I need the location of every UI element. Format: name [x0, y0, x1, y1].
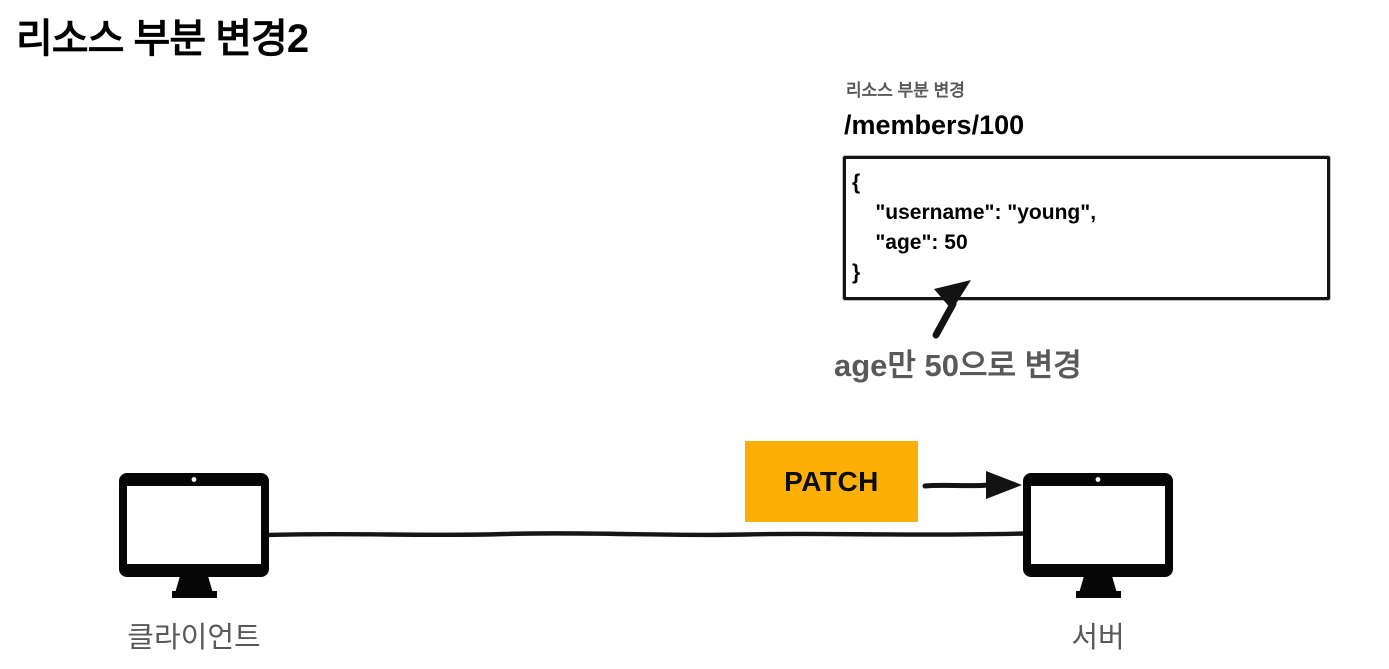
http-method-badge: PATCH — [745, 441, 918, 522]
arrow-right-icon — [922, 471, 1022, 499]
client-node: 클라이언트 — [118, 473, 270, 656]
server-monitor-icon — [1023, 473, 1173, 598]
connection-line — [266, 531, 1026, 538]
server-label: 서버 — [1071, 622, 1125, 654]
request-section-label: 리소스 부분 변경 — [846, 81, 965, 100]
client-monitor-icon — [119, 473, 269, 598]
annotation-text: age만 50으로 변경 — [834, 348, 1082, 383]
http-method-label: PATCH — [784, 465, 879, 497]
request-path: /members/100 — [844, 110, 1025, 140]
request-body-box: { "username": "young", "age": 50 } — [843, 156, 1330, 300]
client-label: 클라이언트 — [127, 622, 261, 654]
annotation-arrow-icon — [932, 280, 971, 339]
request-body-json: { "username": "young", "age": 50 } — [852, 171, 1097, 284]
server-node: 서버 — [1022, 473, 1174, 656]
page-title: 리소스 부분 변경2 — [16, 17, 309, 61]
